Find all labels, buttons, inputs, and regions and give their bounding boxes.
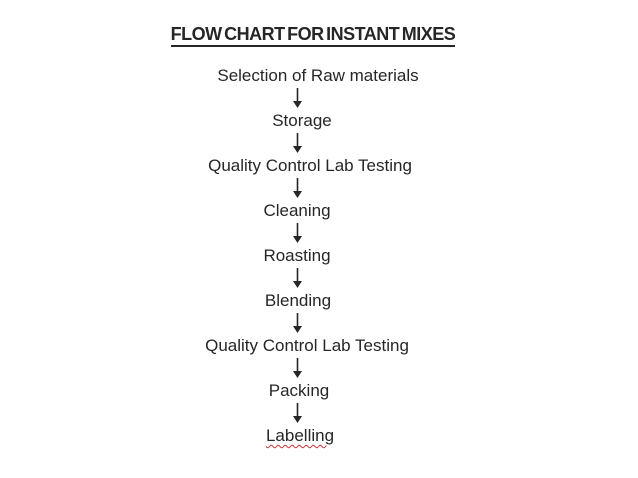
down-arrow-icon xyxy=(292,403,302,423)
flow-step-roasting: Roasting xyxy=(263,246,331,265)
flow-step-storage: Storage xyxy=(272,111,332,130)
flow-connector xyxy=(292,178,303,198)
down-arrow-icon xyxy=(292,133,302,153)
flow-connector xyxy=(292,358,303,378)
down-arrow-icon xyxy=(292,223,302,243)
flow-step-qc-testing-2: Quality Control Lab Testing xyxy=(205,336,409,355)
flow-connector xyxy=(292,223,303,243)
page-title: FLOW CHART FOR INSTANT MIXES xyxy=(0,24,632,47)
flow-step-labelling: Labelling xyxy=(265,426,335,445)
flow-connector xyxy=(292,403,303,423)
flow-connector xyxy=(292,133,303,153)
down-arrow-icon xyxy=(292,88,302,108)
flow-step-packing: Packing xyxy=(268,381,330,400)
flow-step-selection: Selection of Raw materials xyxy=(217,66,419,85)
down-arrow-icon xyxy=(292,268,302,288)
flow-step-cleaning: Cleaning xyxy=(263,201,331,220)
flow-connector xyxy=(292,313,303,333)
down-arrow-icon xyxy=(292,178,302,198)
down-arrow-icon xyxy=(292,358,302,378)
flow-connector xyxy=(292,268,303,288)
page-title-text: FLOW CHART FOR INSTANT MIXES xyxy=(170,24,456,47)
flow-step-blending: Blending xyxy=(264,291,332,310)
flowchart: Selection of Raw materials Storage Quali… xyxy=(0,67,616,444)
flow-step-qc-testing-1: Quality Control Lab Testing xyxy=(208,156,412,175)
flow-connector xyxy=(292,88,303,108)
down-arrow-icon xyxy=(292,313,302,333)
